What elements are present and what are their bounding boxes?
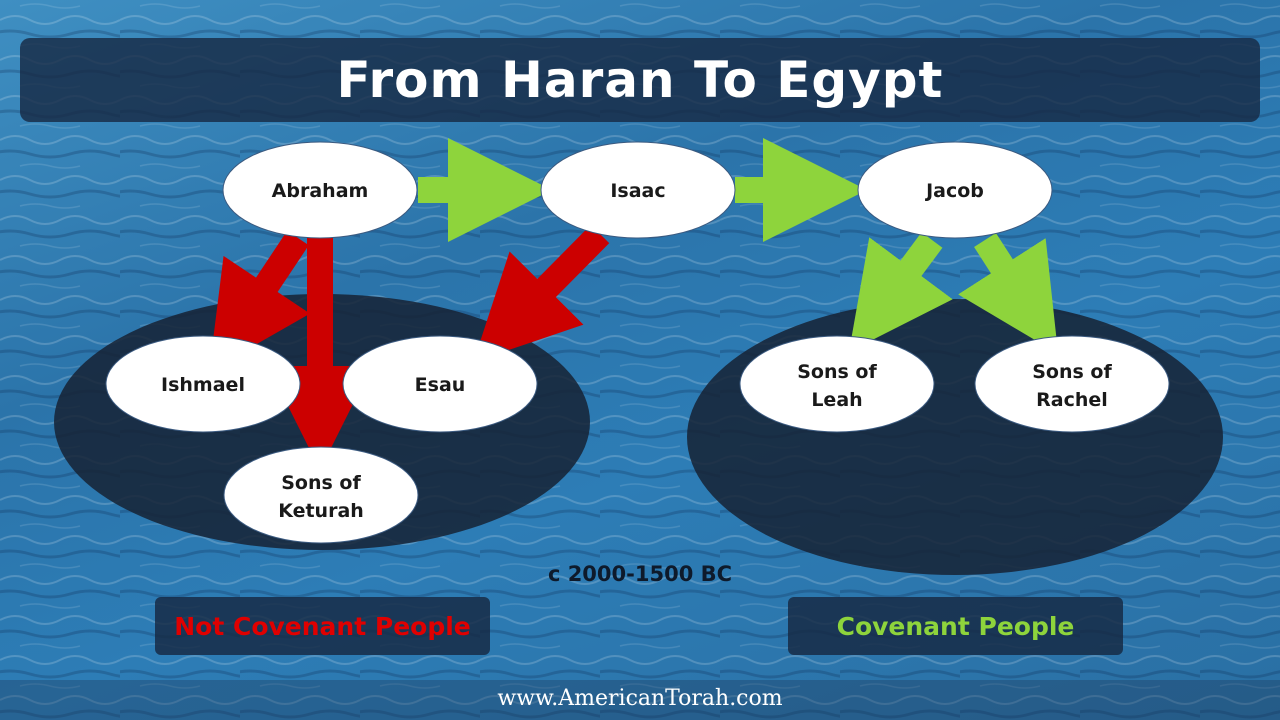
node-isaac-label: Isaac <box>610 180 665 202</box>
node-ishmael: Ishmael <box>105 335 301 433</box>
node-sons-of-keturah: Sons of Keturah <box>223 446 419 544</box>
not-covenant-label-box: Not Covenant People <box>155 597 490 655</box>
node-leah-label-line1: Sons of <box>797 361 877 383</box>
node-keturah-label-line2: Keturah <box>278 500 364 522</box>
node-ishmael-label: Ishmael <box>161 374 245 396</box>
node-esau-label: Esau <box>415 374 466 396</box>
node-jacob: Jacob <box>857 141 1053 239</box>
node-isaac: Isaac <box>540 141 736 239</box>
covenant-label-box: Covenant People <box>788 597 1123 655</box>
not-covenant-label: Not Covenant People <box>174 611 471 641</box>
date-range-label: c 2000-1500 BC <box>547 562 733 586</box>
node-abraham: Abraham <box>222 141 418 239</box>
node-abraham-label: Abraham <box>272 180 369 202</box>
node-esau: Esau <box>342 335 538 433</box>
node-rachel-label-line1: Sons of <box>1032 361 1112 383</box>
arrow-isaac-to-esau <box>473 224 610 362</box>
node-jacob-label: Jacob <box>924 180 984 202</box>
arrow-jacob-to-leah <box>848 232 953 352</box>
arrow-jacob-to-rachel <box>958 232 1059 354</box>
arrow-abraham-to-ishmael <box>209 230 311 372</box>
title-banner: From Haran To Egypt <box>20 38 1260 122</box>
node-rachel-label-line2: Rachel <box>1036 389 1108 411</box>
footer-website: www.AmericanTorah.com <box>497 686 783 711</box>
node-sons-of-rachel: Sons of Rachel <box>974 335 1170 433</box>
footer-bar <box>0 680 1280 720</box>
covenant-group-ellipse <box>687 299 1223 575</box>
node-keturah-label-line1: Sons of <box>281 472 361 494</box>
node-sons-of-leah: Sons of Leah <box>739 335 935 433</box>
node-leah-label-line2: Leah <box>811 389 862 411</box>
covenant-label: Covenant People <box>836 611 1075 641</box>
page-title: From Haran To Egypt <box>336 51 944 109</box>
